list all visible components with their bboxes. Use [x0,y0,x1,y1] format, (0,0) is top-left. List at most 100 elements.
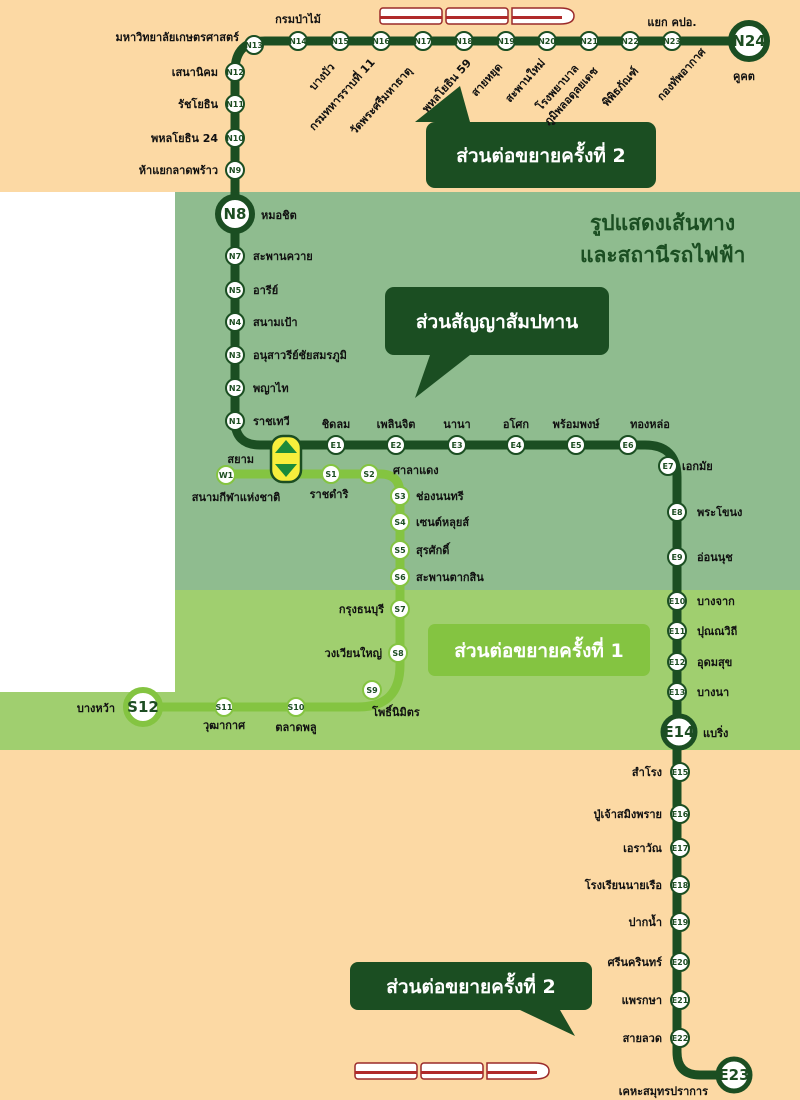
station-code: N9 [229,166,242,175]
station-code: E13 [669,688,686,697]
station-E20[interactable]: E20 ศรีนครินทร์ [608,952,690,972]
station-code: S4 [394,518,406,527]
station-N13[interactable]: N13 มหาวิทยาลัยเกษตรศาสตร์ [115,31,264,55]
station-label: อโศก [503,417,529,431]
station-E1[interactable]: E1 ชิดลม [322,418,351,455]
station-E2[interactable]: E2 เพลินจิต [377,418,416,455]
station-code: N3 [229,351,241,360]
station-N1[interactable]: N1 ราชเทวี [225,411,290,431]
station-N4[interactable]: N4 สนามเป้า [225,312,298,332]
station-E19[interactable]: E19 ปากน้ำ [628,912,690,932]
station-label: อุดมสุข [697,656,732,670]
callout-extension1: ส่วนต่อขยายครั้งที่ 1 [428,624,650,676]
station-S11[interactable]: S11 วุฒากาศ [203,697,246,733]
station-S4[interactable]: S4 เซนต์หลุยส์ [390,512,469,532]
station-E8[interactable]: E8 พระโขนง [667,502,742,522]
station-W1[interactable]: W1 สนามกีฬาแห่งชาติ [192,465,281,504]
station-label: ปุณณวิถี [697,625,738,639]
station-E7[interactable]: E7 เอกมัย [658,456,713,476]
station-E14[interactable]: E14 แบริ่ง [660,713,728,751]
station-E3[interactable]: E3 นานา [443,418,471,455]
station-N12[interactable]: N12 เสนานิคม [172,62,245,82]
station-S2[interactable]: S2 ศาลาแดง [359,464,439,484]
station-code: E12 [669,658,686,667]
station-E21[interactable]: E21 แพรกษา [622,990,690,1010]
station-E17[interactable]: E17 เอราวัณ [623,838,690,858]
callout-extension1-text: ส่วนต่อขยายครั้งที่ 1 [454,636,623,662]
station-N11[interactable]: N11 รัชโยธิน [178,94,245,114]
station-code: E21 [672,996,689,1005]
station-E10[interactable]: E10 บางจาก [667,591,735,611]
station-code: E17 [672,844,689,853]
station-label-2: กรมป่าไม้ [275,12,321,26]
station-E22[interactable]: E22 สายลวด [623,1028,690,1048]
station-code: N1 [229,417,242,426]
sukhumvit-line-path [230,36,745,1080]
station-N9[interactable]: N9 ห้าแยกลาดพร้าว [139,160,245,180]
station-S9[interactable]: S9 โพธิ์นิมิตร [362,680,420,719]
station-S3[interactable]: S3 ช่องนนทรี [390,486,464,506]
station-E23[interactable]: E23 เคหะสมุทรปราการ [619,1056,753,1099]
station-S1[interactable]: S1 ราชดำริ [310,464,349,501]
station-label: สายลวด [623,1032,662,1045]
station-N7[interactable]: N7 สะพานควาย [225,246,313,266]
station-code: N20 [538,37,556,46]
station-E9[interactable]: E9 อ่อนนุช [667,547,733,567]
station-code: N21 [580,37,598,46]
station-code: S7 [394,605,405,614]
station-label: มหาวิทยาลัยเกษตรศาสตร์ [115,31,239,44]
station-E6[interactable]: E6 ทองหล่อ [618,418,670,455]
train-icon-bottom [354,1062,550,1080]
station-code: N13 [245,41,263,50]
station-code: N8 [224,205,247,223]
station-E12[interactable]: E12 อุดมสุข [667,652,732,672]
station-N3[interactable]: N3 อนุสาวรีย์ชัยสมรภูมิ [225,345,347,365]
station-N5[interactable]: N5 อารีย์ [225,280,278,300]
station-E13[interactable]: E13 บางนา [667,682,729,702]
station-label: บางจาก [697,595,735,608]
station-code: N12 [226,68,244,77]
station-label: ปากน้ำ [628,914,662,929]
station-N23[interactable]: N23 แยก คปอ. [647,16,697,51]
station-S8[interactable]: S8 วงเวียนใหญ่ [325,643,408,663]
down-arrow-icon [275,464,297,477]
station-label: อ่อนนุช [697,551,733,565]
station-N2[interactable]: N2 พญาไท [225,378,289,398]
station-E18[interactable]: E18 โรงเรียนนายเรือ [584,875,690,895]
station-label: ศรีนครินทร์ [608,956,662,969]
station-label: ช่องนนทรี [416,490,464,503]
south-extension-zone [0,750,800,1100]
station-code: E5 [570,441,581,450]
station-S6[interactable]: S6 สะพานตากสิน [390,567,484,587]
station-N8[interactable]: N8 หมอชิต [215,194,297,234]
station-label: รัชโยธิน [178,97,218,111]
station-code: E3 [451,441,462,450]
station-code: N24 [732,32,765,50]
map-title-line2: และสถานีรถไฟฟ้า [580,242,745,267]
callout-north-extension2-text: ส่วนต่อขยายครั้งที่ 2 [456,141,625,167]
station-E5[interactable]: E5 พร้อมพงษ์ [553,418,601,455]
station-S12[interactable]: S12 บางหว้า [77,687,163,727]
station-E16[interactable]: E16 ปู่เจ้าสมิงพราย [594,804,690,824]
siam-interchange[interactable]: สยาม [227,434,303,484]
station-E15[interactable]: E15 สำโรง [632,762,690,782]
station-S5[interactable]: S5 สุรศักดิ์ [390,540,451,560]
station-N24[interactable]: N24 คูคต [728,20,770,84]
station-label: เสนานิคม [172,66,218,79]
station-label: นานา [443,418,470,431]
station-S7[interactable]: S7 กรุงธนบุรี [339,599,410,619]
station-label: ทองหล่อ [630,418,670,431]
station-E4[interactable]: E4 อโศก [503,417,529,455]
station-label: หมอชิต [261,209,297,222]
station-code: N19 [497,37,515,46]
map-title-line1: รูปแสดงเส้นทาง [590,211,735,237]
station-N10[interactable]: N10 พหลโยธิน 24 [151,128,245,148]
station-E11[interactable]: E11 ปุณณวิถี [667,621,738,641]
station-label: เอกมัย [682,460,713,473]
station-label: อารีย์ [253,284,278,297]
station-S10[interactable]: S10 ตลาดพลู [275,697,317,735]
station-code: E4 [510,441,521,450]
station-code: S12 [127,698,159,716]
callout-south-extension2-text: ส่วนต่อขยายครั้งที่ 2 [386,972,555,998]
station-code: N14 [289,37,307,46]
